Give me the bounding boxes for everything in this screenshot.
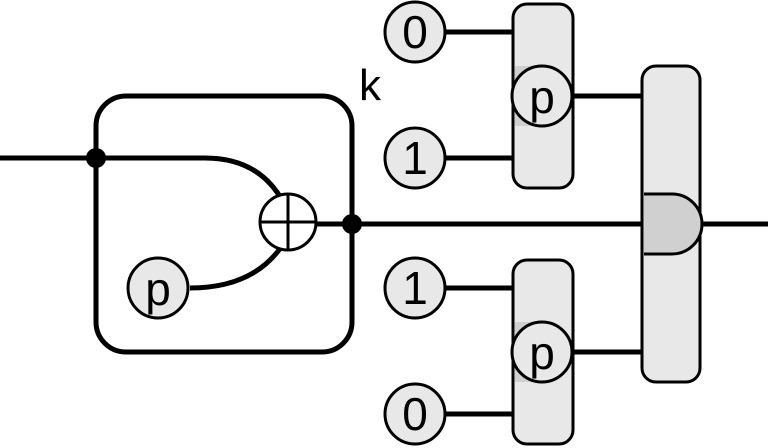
const-node-bottom-1: 1: [383, 256, 447, 320]
svg-text:1: 1: [402, 262, 428, 314]
const-node-top-0: 0: [383, 0, 447, 64]
svg-text:p: p: [529, 327, 555, 379]
svg-text:p: p: [529, 71, 555, 123]
output-mux: [640, 64, 704, 384]
svg-text:1: 1: [402, 132, 428, 184]
junction-dot-input: [86, 148, 106, 168]
xor-gate-icon: [258, 192, 318, 252]
junction-dot-output: [342, 214, 362, 234]
const-node-bottom-0: 0: [383, 382, 447, 446]
p-xor-label: p: [145, 263, 171, 315]
p-select-node-top: p: [510, 64, 574, 128]
p-input-node: p: [126, 256, 190, 320]
p-select-node-bottom: p: [510, 320, 574, 384]
svg-text:0: 0: [402, 6, 428, 58]
k-label: k: [359, 61, 382, 110]
svg-text:0: 0: [402, 388, 428, 440]
const-node-top-1: 1: [383, 126, 447, 190]
